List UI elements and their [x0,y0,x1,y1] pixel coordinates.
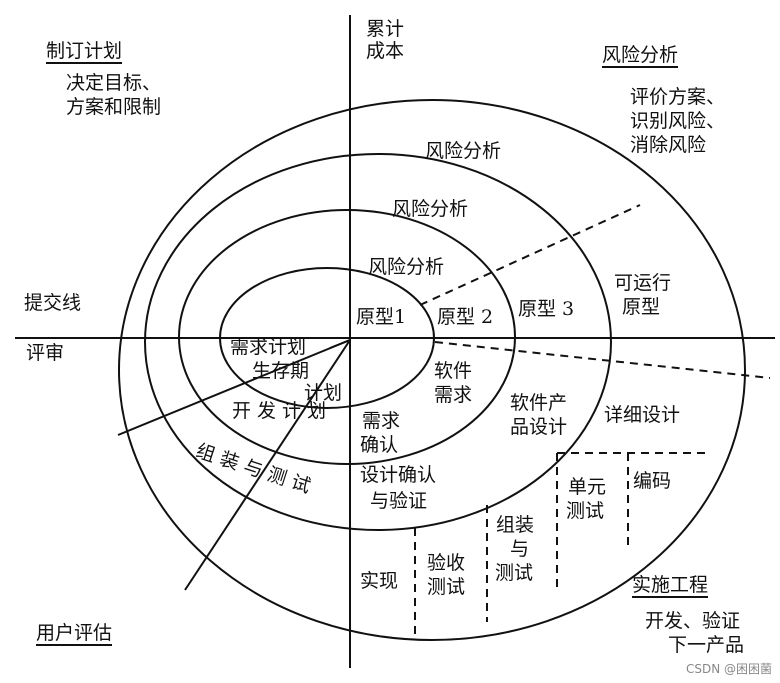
submit-line-label: 提交线 [24,292,82,314]
planning-desc-2: 方案和限制 [66,96,162,118]
arrow-line [329,339,351,349]
risk-desc-3: 消除风险 [630,134,707,156]
integration-test-3: 测试 [495,562,534,584]
watermark: CSDN @困困菌 [685,662,772,676]
development-plan: 开发计划 [232,400,333,422]
implementation: 实现 [360,570,399,592]
review-label: 评审 [26,342,65,364]
spiral-ring-3 [144,153,612,531]
evaluation-title: 用户评估 [36,622,113,646]
risk-label-inner: 风险分析 [368,256,445,278]
prototype-3: 原型 3 [518,298,575,320]
coding: 编码 [633,470,672,492]
planning-title: 制订计划 [46,40,123,64]
requirements-plan: 需求计划 [230,336,307,358]
spiral-ring-2 [178,209,516,465]
eval-line [184,339,351,591]
runnable-prototype-2: 原型 [622,296,661,318]
requirements-validation-1: 需求 [362,410,401,432]
spiral-ring-1 [219,267,435,409]
integration-test-2: 与 [510,538,530,560]
lifecycle-plan-2: 计划 [304,382,343,404]
runnable-prototype-1: 可运行 [614,272,672,294]
dashed-dividers [414,204,771,636]
cost-axis-label: 累计 成本 [366,18,405,62]
risk-label-middle: 风险分析 [392,198,469,220]
acceptance-test-1: 验收 [427,552,466,574]
design-validation-2: 与验证 [370,490,428,512]
engineering-desc-2: 下一产品 [668,634,745,656]
risk-desc-1: 评价方案、 [630,86,726,108]
lifecycle-plan-1: 生存期 [252,360,310,382]
prototype-2: 原型 2 [437,306,494,328]
unit-test-2: 测试 [566,500,605,522]
life-plan-line [117,339,351,436]
detailed-design: 详细设计 [604,404,681,426]
acceptance-test-2: 测试 [427,576,466,598]
risk-desc-2: 识别风险、 [630,110,726,132]
unit-test-1: 单元 [568,476,607,498]
requirements-validation-2: 确认 [360,434,399,456]
prototype-1: 原型1 [356,306,407,328]
design-validation-1: 设计确认 [360,464,437,486]
risk-title: 风险分析 [602,44,679,68]
software-design-2: 品设计 [510,416,568,438]
engineering-title: 实施工程 [632,574,709,598]
planning-desc-1: 决定目标、 [66,72,162,94]
spiral-ring-4 [118,99,746,641]
engineering-desc-1: 开发、验证 [645,610,741,632]
software-requirements-1: 软件 [434,360,473,382]
risk-label-outer: 风险分析 [425,140,502,162]
software-requirements-2: 需求 [434,384,473,406]
software-design-1: 软件产 [510,392,568,414]
integration-test-1: 组装 [496,514,535,536]
